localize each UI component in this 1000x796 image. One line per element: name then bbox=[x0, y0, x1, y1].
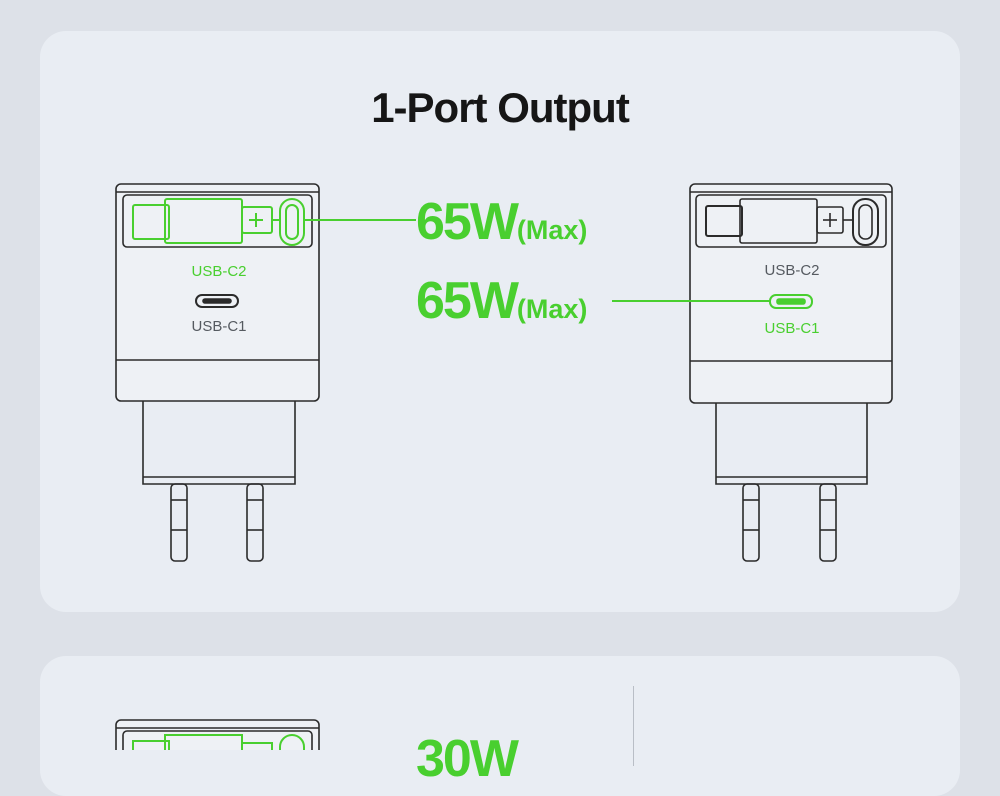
port-label-c2-left: USB-C2 bbox=[191, 263, 246, 280]
usb-c2-plug bbox=[705, 198, 879, 246]
wattage-value: 65W bbox=[416, 193, 519, 251]
wattage-max: (Max) bbox=[516, 215, 588, 245]
port-label-c2-right: USB-C2 bbox=[764, 262, 819, 279]
charger-section2 bbox=[115, 719, 320, 750]
port-label-c1-right: USB-C1 bbox=[764, 320, 819, 337]
charger-illustrations: USB-C2 USB-C1 USB-C2 USB-C1 bbox=[115, 183, 893, 750]
charger-left bbox=[115, 183, 416, 562]
card-divider bbox=[633, 686, 634, 766]
wattage-value: 65W bbox=[416, 272, 519, 330]
usb-c2-plug-highlighted bbox=[132, 198, 305, 246]
wattage-label-c2: 65W(Max) bbox=[416, 196, 587, 248]
port-label-c1-left: USB-C1 bbox=[191, 318, 246, 335]
wattage-max: (Max) bbox=[516, 294, 588, 324]
wattage-label-c1: 65W(Max) bbox=[416, 275, 587, 327]
section-title: 1-Port Output bbox=[371, 84, 630, 131]
charger-right bbox=[689, 183, 893, 562]
